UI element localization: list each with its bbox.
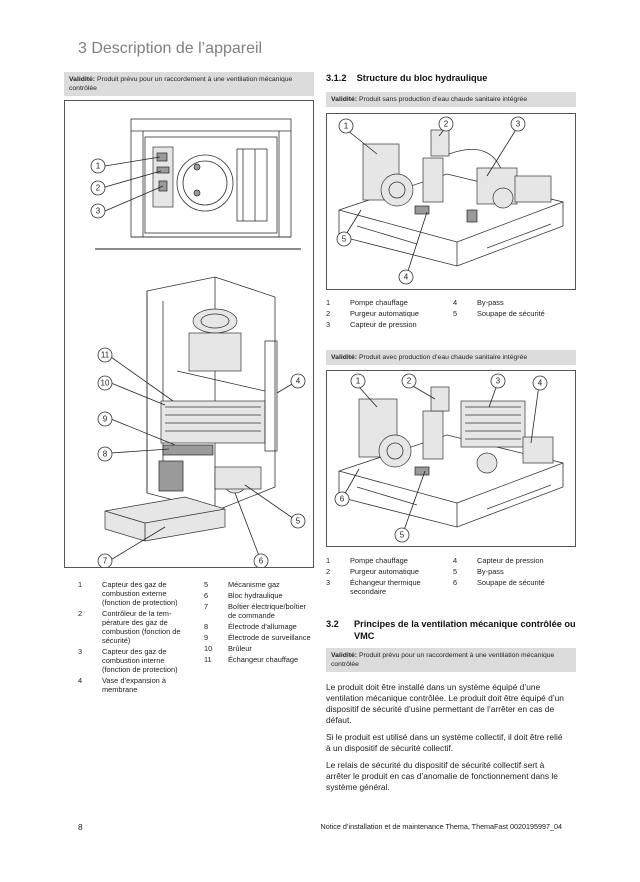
figure-hydraulic-block-2: 1 2 3 4 5 6 (326, 370, 576, 547)
page-number: 8 (78, 822, 83, 832)
callout-label: 10 (101, 379, 110, 388)
callout-label: 3 (516, 120, 521, 129)
section-heading-312: 3.1.2 Structure du bloc hydraulique (326, 73, 488, 83)
section-32-body: Le produit doit être installé dans un sy… (326, 682, 564, 793)
callout-label: 5 (342, 235, 347, 244)
callout-label: 5 (296, 517, 301, 526)
callout-label: 3 (96, 207, 101, 216)
callout-label: 6 (340, 495, 345, 504)
body-paragraph: Le produit doit être installé dans un sy… (326, 682, 564, 725)
body-paragraph: Le relais de sécurité du dispositif de s… (326, 760, 558, 792)
callout-label: 3 (496, 377, 501, 386)
boiler-drawing (104, 276, 278, 542)
callout-label: 4 (404, 273, 409, 282)
callout-label: 9 (103, 415, 108, 424)
figure-boiler-overview: 1 2 3 11 10 9 8 7 6 5 4 (64, 100, 314, 568)
callout-label: 2 (407, 377, 412, 386)
chapter-title: 3 Description de l’appareil (78, 40, 263, 57)
callout-label: 1 (344, 122, 349, 131)
validity-label: Validité: (69, 76, 96, 83)
callout-label: 6 (259, 557, 264, 566)
callout-label: 4 (538, 379, 543, 388)
footer-doc-title: Notice d’installation et de maintenance … (320, 822, 562, 831)
callout-label: 1 (96, 162, 101, 171)
body-paragraph: Si le produit est utilisé dans un systèm… (326, 732, 563, 753)
validity-box-312a: Validité: Produit sans production d’eau … (326, 92, 576, 107)
callout-label: 2 (444, 120, 449, 129)
callout-label: 4 (296, 377, 301, 386)
callout-label: 11 (101, 351, 110, 360)
callout-group-top: 1 2 3 (90, 158, 106, 219)
callout-group-main: 11 10 9 8 7 6 5 4 (97, 347, 306, 567)
callout-label: 1 (356, 377, 361, 386)
hydraulic-block-drawing-2 (338, 386, 564, 528)
callout-group-fig2: 1 2 3 4 5 6 (334, 373, 548, 543)
callout-group-fig1: 1 2 3 4 5 (336, 116, 526, 285)
section-heading-32: 3.2 Principes de la ventilation mécaniqu… (326, 619, 576, 641)
validity-text: Produit prévu pour un raccordement à une… (69, 76, 293, 92)
validity-box-left: Validité: Produit prévu pour un raccorde… (64, 72, 314, 96)
callout-label: 2 (96, 184, 101, 193)
validity-box-32: Validité: Produit prévu pour un raccorde… (326, 648, 576, 672)
callout-label: 5 (400, 531, 405, 540)
callout-label: 8 (103, 450, 108, 459)
callout-label: 7 (103, 557, 108, 566)
figure-hydraulic-block-1: 1 2 3 4 5 (326, 113, 576, 290)
validity-box-312b: Validité: Produit avec production d’eau … (326, 350, 576, 365)
detail-view-drawing (130, 118, 292, 238)
